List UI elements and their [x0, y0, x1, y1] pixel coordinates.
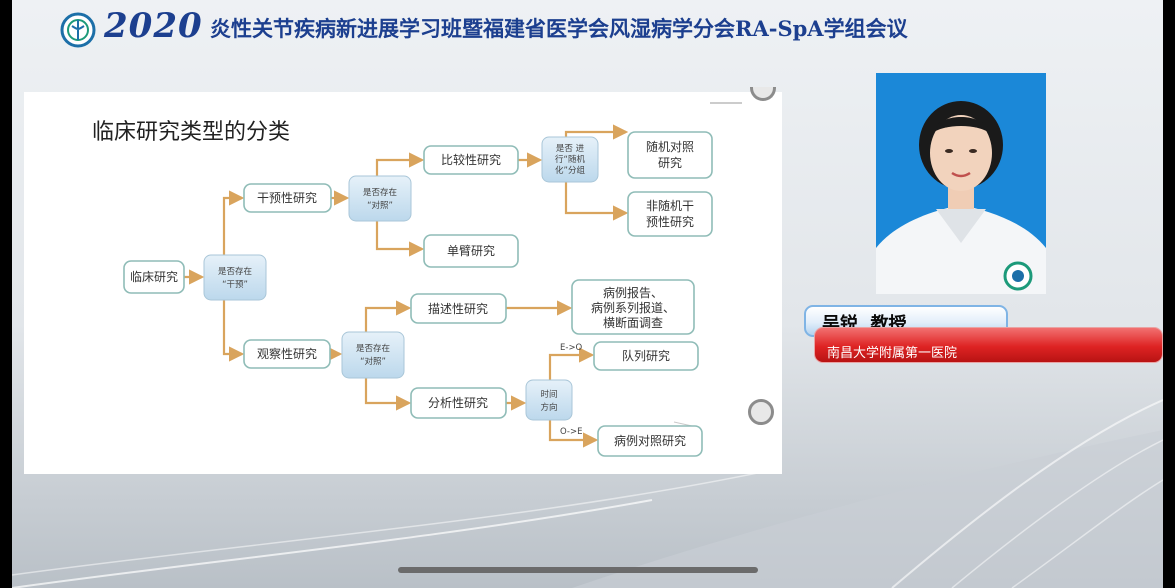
decision-control-line1: 是否存在: [363, 187, 397, 198]
diagram-boxes: 临床研究 干预性研究 观察性研究 比较性研究 单臂研究 随机对照 研究 非随机干…: [123, 131, 713, 457]
box-analytic-label: 分析性研究: [428, 395, 488, 410]
box-single-arm: [423, 234, 519, 268]
box-non-randomized-label-line1: 非随机干: [646, 198, 694, 213]
box-comparative-label: 比较性研究: [441, 152, 501, 167]
decision-randomization-line3: 化”分组: [555, 165, 585, 176]
research-classification-diagram: 临床研究 干预性研究 观察性研究 比较性研究 单臂研究 随机对照 研究 非随机干…: [123, 102, 742, 457]
decision-randomization-line1: 是否 进: [556, 144, 585, 154]
decision-time-direction-line2: 方向: [540, 402, 557, 413]
box-observational: [243, 339, 331, 369]
speaker-portrait: [876, 73, 1046, 294]
box-rct-label-line2: 研究: [658, 155, 682, 170]
box-analytic: [410, 387, 507, 419]
video-screen: 2020 炎性关节疾病新进展学习班暨福建省医学会风湿病学分会RA-SpA学组会议…: [12, 0, 1163, 588]
slide-title: 临床研究类型的分类: [92, 120, 291, 145]
decision-randomization-line2: 行“随机: [555, 154, 585, 165]
box-rct-label-line1: 随机对照: [646, 139, 694, 154]
arrow-label-exposure-to-outcome: E->O: [560, 343, 583, 353]
decision-randomization: [541, 136, 599, 183]
box-case-reports-label-line3: 横断面调查: [603, 315, 663, 330]
box-observational-label: 观察性研究: [257, 346, 317, 361]
decision-intervention-line2: “干预”: [222, 279, 248, 290]
decision-time-direction-line1: 时间: [540, 389, 557, 400]
box-rct: [627, 131, 713, 179]
box-cohort: [593, 341, 699, 371]
decision-observational-control-line2: “对照”: [360, 356, 386, 367]
box-case-control-label: 病例对照研究: [614, 433, 686, 448]
diagram-connectors: [184, 124, 693, 448]
conference-header: 2020 炎性关节疾病新进展学习班暨福建省医学会风湿病学分会RA-SpA学组会议: [12, 0, 1163, 60]
box-non-randomized: [627, 191, 713, 237]
slide-nav-button-bottom[interactable]: [748, 399, 774, 425]
box-non-randomized-label-line2: 预性研究: [646, 214, 694, 229]
decision-time-direction: [525, 379, 573, 421]
box-descriptive-label: 描述性研究: [428, 301, 488, 316]
diagram-decisions: 是否存在 “干预” 是否存在 “对照” 是否 进 行“随机 化”分组 是否存在 …: [203, 136, 599, 421]
box-clinical-research-label: 临床研究: [130, 269, 178, 284]
decision-intervention-line1: 是否存在: [218, 266, 252, 277]
decision-control-line2: “对照”: [367, 200, 393, 211]
background-swoosh-decoration: [12, 399, 1163, 588]
box-descriptive: [410, 293, 507, 324]
box-case-reports: [571, 279, 695, 335]
box-case-reports-label-line2: 病例系列报道、: [591, 300, 675, 315]
box-interventional-label: 干预性研究: [257, 190, 317, 205]
box-clinical-research: [123, 260, 185, 294]
box-interventional: [243, 183, 332, 213]
slide-nav-button-top[interactable]: [750, 87, 776, 101]
box-single-arm-label: 单臂研究: [447, 243, 495, 258]
speaker-affiliation-plate: 南昌大学附属第一医院: [814, 327, 1163, 363]
presentation-slide: 临床研究类型的分类: [24, 92, 782, 474]
home-indicator-bar[interactable]: [398, 567, 758, 573]
conference-title: 炎性关节疾病新进展学习班暨福建省医学会风湿病学分会RA-SpA学组会议: [210, 16, 908, 41]
box-cohort-label: 队列研究: [622, 348, 670, 363]
box-comparative: [423, 145, 519, 175]
arrow-label-outcome-to-exposure: O->E: [560, 427, 583, 437]
box-case-reports-label-line1: 病例报告、: [603, 285, 663, 300]
association-logo-icon: [60, 12, 96, 48]
decision-control: [348, 175, 412, 222]
box-case-control: [597, 425, 703, 457]
speaker-affiliation: 南昌大学附属第一医院: [827, 346, 958, 361]
decision-observational-control-line1: 是否存在: [356, 343, 390, 354]
decision-observational-control: [341, 331, 405, 379]
decision-intervention: [203, 254, 267, 301]
conference-year: 2020: [104, 6, 203, 46]
